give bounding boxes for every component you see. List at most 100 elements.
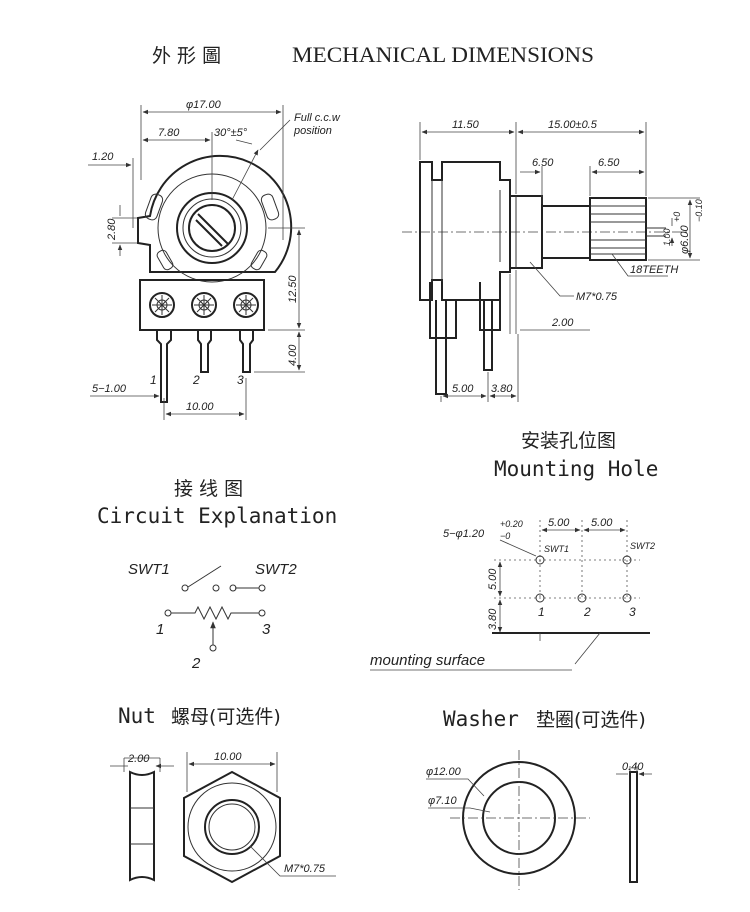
nut-dim-1000: 10.00	[214, 751, 242, 763]
side-foot-left	[429, 282, 457, 339]
washer-inner-dim: φ7.10	[428, 795, 457, 807]
side-pin-1	[435, 300, 447, 395]
washer-side	[629, 771, 638, 883]
full-ccw-label: Full c.c.w	[294, 112, 341, 124]
dim-diameter: φ17.00	[186, 99, 222, 111]
mh-swt1-label: SWT1	[544, 544, 569, 554]
washer-cn: 垫圈(可选件)	[536, 709, 646, 731]
position-label: position	[293, 125, 332, 137]
circuit-pin-1: 1	[156, 621, 164, 638]
hole-tol-bottom: −0	[500, 531, 510, 541]
circuit-explanation: 接 线 图 Circuit Explanation SWT1 SWT2 1 2 …	[97, 478, 337, 672]
mh-pin-label-2: 2	[583, 605, 591, 619]
dim-shaft-tol-bottom: −0.10	[694, 199, 704, 222]
hole-swt2	[622, 555, 632, 565]
mh-dim-500-a: 5.00	[548, 517, 570, 529]
nut-dim-200: 2.00	[127, 753, 150, 765]
circuit-pin-2: 2	[191, 655, 201, 672]
side-view: 11.50 15.00±0.5 6.50 6.50 1.00 φ6.00 +0 …	[402, 119, 704, 402]
front-pin-label-3: 3	[237, 373, 244, 387]
mh-pin-label-1: 1	[538, 605, 545, 619]
terminal-screw-1	[149, 292, 175, 318]
teeth-label: 18TEETH	[630, 264, 678, 276]
hole-pin-3	[622, 593, 632, 603]
washer-en: Washer	[443, 707, 519, 731]
nut-thread: M7*0.75	[284, 863, 326, 875]
title-en: MECHANICAL DIMENSIONS	[292, 42, 594, 67]
front-view: 1 2 3 φ17.00 7.80 30°±5° Full c.c.w posi…	[88, 99, 341, 420]
nut-side	[129, 770, 155, 882]
front-base	[139, 279, 265, 331]
dim-1000: 10.00	[186, 401, 214, 413]
circuit-cn: 接 线 图	[174, 478, 243, 500]
nut-thread-hole	[204, 799, 260, 855]
mh-dim-380-v: 3.80	[487, 608, 499, 630]
title-cn: 外 形 圖	[152, 45, 221, 67]
washer: Washer 垫圈(可选件) φ12.00 φ7.10 0.40	[426, 707, 652, 890]
hole-pin-2	[577, 593, 587, 603]
circuit-en: Circuit Explanation	[97, 504, 337, 528]
front-pin-3	[239, 330, 254, 373]
circuit-swt2: SWT2	[255, 561, 297, 578]
front-pin-1	[156, 330, 172, 403]
dim-1250: 12.50	[287, 275, 299, 303]
ring-slot-right	[260, 193, 280, 221]
hole-swt1	[535, 555, 545, 565]
switch-lever	[187, 565, 222, 588]
dim-1500: 15.00±0.5	[548, 119, 598, 131]
shaft-circle	[188, 204, 236, 252]
dim-shaft-tol-top: +0	[672, 212, 682, 222]
dim-200: 2.00	[551, 317, 574, 329]
angle-label: 30°±5°	[214, 127, 248, 139]
dim-650-b: 6.50	[598, 157, 620, 169]
front-body-outline	[137, 154, 293, 273]
mounting-hole: 安装孔位图 Mounting Hole 5−φ1.20 +0.20 −0 5.0…	[370, 430, 658, 671]
dim-1150: 11.50	[452, 119, 480, 131]
hole-pin-1	[535, 593, 545, 603]
thread-label: M7*0.75	[576, 291, 618, 303]
terminal-screw-2	[191, 292, 217, 318]
resistor-zigzag	[171, 605, 259, 621]
front-pin-2	[197, 330, 212, 373]
circuit-pin-3: 3	[262, 621, 271, 638]
dim-shaft: φ6.00	[679, 225, 691, 254]
mh-dim-500-b: 5.00	[591, 517, 613, 529]
dim-500: 5.00	[452, 383, 474, 395]
mh-pin-label-3: 3	[629, 605, 636, 619]
mounting-hole-cn: 安装孔位图	[521, 430, 616, 452]
ring-slot-br	[250, 249, 268, 271]
ring-slot-left	[144, 193, 164, 221]
side-housing	[419, 161, 511, 301]
dim-280: 2.80	[106, 218, 118, 241]
dim-400: 4.00	[287, 344, 299, 366]
mounting-hole-en: Mounting Hole	[494, 457, 658, 481]
washer-thickness: 0.40	[622, 761, 644, 773]
dim-pin-width: 5−1.00	[92, 383, 127, 395]
dim-120: 1.20	[92, 151, 114, 163]
mounting-surface-label: mounting surface	[370, 652, 485, 669]
mh-dim-500-v: 5.00	[487, 568, 499, 590]
washer-outer-dim: φ12.00	[426, 766, 462, 778]
dim-650-a: 6.50	[532, 157, 554, 169]
dim-780: 7.80	[158, 127, 180, 139]
side-shaft-knurl	[589, 197, 647, 261]
front-pin-label-1: 1	[150, 373, 157, 387]
mh-swt2-label: SWT2	[630, 541, 655, 551]
nut-cn: 螺母(可选件)	[171, 706, 281, 728]
ring-slot-bl	[156, 249, 174, 271]
knurl-lines	[590, 205, 646, 255]
hole-spec: 5−φ1.20	[443, 528, 485, 540]
dim-100: 1.00	[662, 228, 672, 246]
nut-en: Nut	[118, 704, 156, 728]
nut: Nut 螺母(可选件) 2.00 10.00 M7*0.75	[110, 704, 336, 884]
dim-380: 3.80	[491, 383, 513, 395]
nut-hex	[183, 770, 281, 884]
side-pin-2	[483, 300, 493, 371]
shaft-slot	[195, 213, 229, 247]
hole-tol-top: +0.20	[500, 519, 523, 529]
front-pin-label-2: 2	[192, 373, 200, 387]
circuit-swt1: SWT1	[128, 561, 170, 578]
side-foot-right	[479, 282, 501, 331]
terminal-screw-3	[233, 292, 259, 318]
